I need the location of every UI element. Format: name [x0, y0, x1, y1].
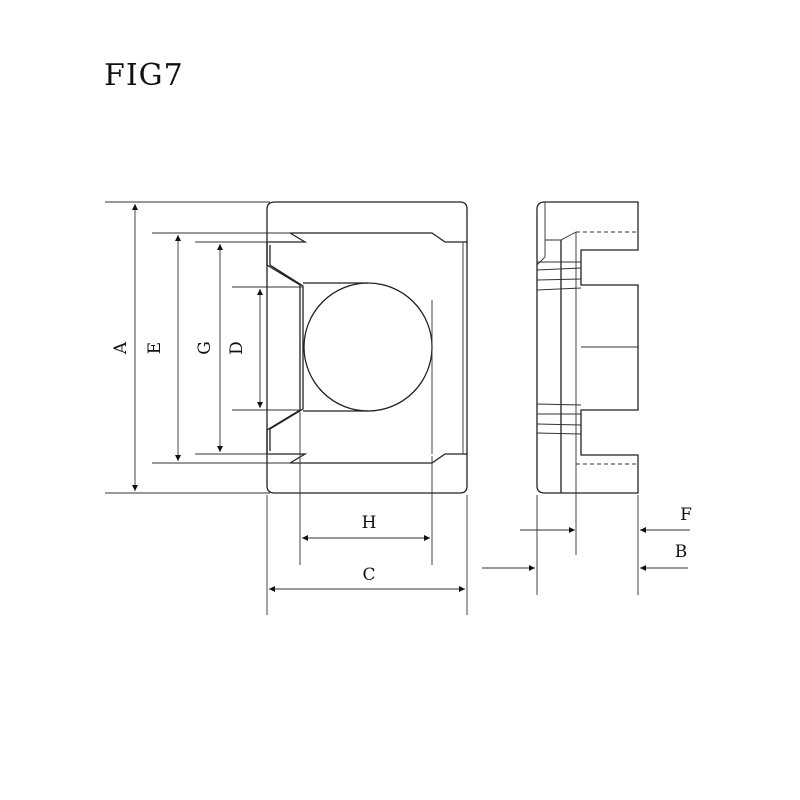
dimension-H: H [302, 513, 430, 541]
dimension-B: B [482, 542, 688, 571]
dim-label-G: G [195, 341, 215, 355]
side-view [536, 201, 639, 555]
dimension-A: A [111, 204, 138, 491]
front-outer-outline [266, 201, 468, 494]
dim-label-B: B [675, 542, 688, 562]
dim-label-D: D [227, 341, 247, 355]
vertical-extension-lines [105, 201, 302, 494]
side-corner-top [536, 202, 546, 266]
side-outline [536, 201, 639, 494]
side-step-top [545, 231, 577, 241]
side-hidden-bottom [576, 455, 639, 465]
side-top-step-lines [536, 261, 582, 291]
dimension-D: D [227, 289, 263, 408]
dim-label-H: H [362, 513, 377, 533]
dimension-E: E [145, 235, 181, 461]
dim-label-F: F [680, 505, 692, 525]
dimension-C: C [269, 565, 465, 592]
front-left-wall [266, 232, 308, 464]
side-bottom-step-lines [536, 403, 582, 435]
dim-label-A: A [111, 341, 131, 355]
side-hidden-top [576, 231, 639, 250]
front-inner-window [290, 232, 467, 464]
dim-label-E: E [145, 342, 165, 354]
figure-title: FIG7 [104, 58, 184, 93]
dim-label-C: C [362, 565, 375, 585]
center-post-circle [303, 282, 433, 412]
front-view [266, 201, 468, 494]
horizontal-extension-lines [266, 412, 468, 615]
dimension-F: F [520, 505, 692, 533]
dimension-G: G [195, 244, 223, 452]
side-extension-lines [536, 495, 639, 595]
